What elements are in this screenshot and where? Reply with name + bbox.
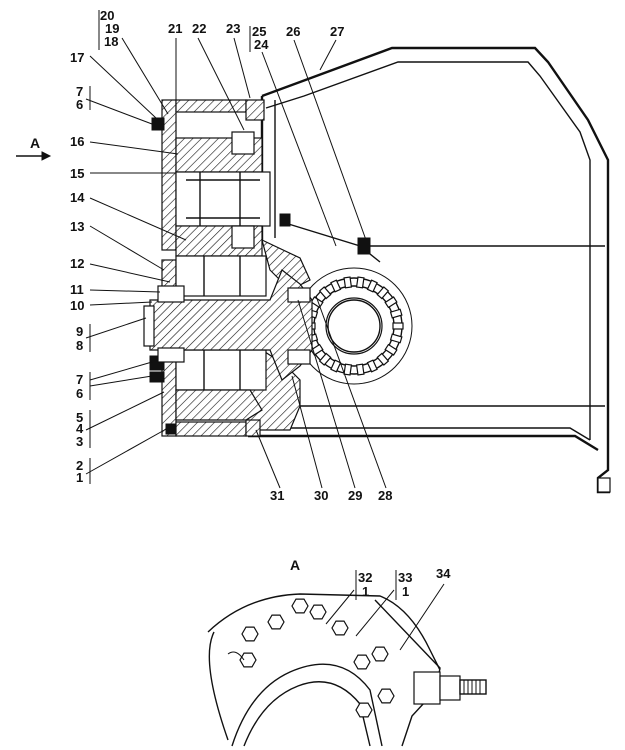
callout-32: 32 bbox=[358, 570, 372, 585]
callout-11: 11 bbox=[70, 282, 84, 297]
bearing-roller bbox=[330, 279, 342, 293]
callout-12: 12 bbox=[70, 256, 84, 271]
callout-26: 26 bbox=[286, 24, 300, 39]
callout-21: 21 bbox=[168, 21, 182, 36]
flange-bolt bbox=[355, 702, 373, 718]
callout-27: 27 bbox=[330, 24, 344, 39]
callout-30: 30 bbox=[314, 488, 328, 503]
callouts-main: 20 19 18 21 22 23 25 24 26 27 17 7 6 16 … bbox=[70, 8, 392, 503]
bearing-roller bbox=[343, 276, 353, 289]
detail-view-a bbox=[207, 593, 487, 747]
bearing-roller bbox=[376, 352, 390, 366]
callout-33-sub: 1 bbox=[402, 584, 409, 599]
callout-2: 2 bbox=[76, 458, 83, 473]
bull-gear-bearing bbox=[295, 267, 413, 385]
bearing-roller bbox=[384, 343, 398, 356]
detail-title: A bbox=[290, 557, 300, 573]
callout-1: 1 bbox=[76, 470, 83, 485]
callout-7-bottom: 7 bbox=[76, 372, 83, 387]
callout-13: 13 bbox=[70, 219, 84, 234]
callout-23: 23 bbox=[226, 21, 240, 36]
callout-5: 5 bbox=[76, 410, 83, 425]
callout-10: 10 bbox=[70, 298, 84, 313]
callout-28: 28 bbox=[378, 488, 392, 503]
output-shaft bbox=[143, 269, 313, 381]
flange-bolt bbox=[241, 626, 259, 642]
flange-bolt bbox=[267, 614, 285, 630]
carrier-and-sun-gear bbox=[175, 255, 267, 421]
callout-16: 16 bbox=[70, 134, 84, 149]
flange-bolt bbox=[371, 646, 389, 662]
flange-bolt bbox=[331, 620, 349, 636]
callout-4: 4 bbox=[76, 421, 84, 436]
callout-20: 20 bbox=[100, 8, 114, 23]
bearing-roller bbox=[366, 359, 378, 373]
callout-14: 14 bbox=[70, 190, 85, 205]
callout-22: 22 bbox=[192, 21, 206, 36]
callout-32-sub: 1 bbox=[362, 584, 369, 599]
flange-bolt bbox=[377, 688, 395, 704]
bearing-roller bbox=[330, 359, 342, 373]
bearing-roller bbox=[392, 322, 404, 330]
view-arrow: A bbox=[16, 135, 52, 161]
bearing-roller bbox=[376, 286, 390, 300]
planet-gear-upper bbox=[175, 131, 271, 257]
callout-8: 8 bbox=[76, 338, 83, 353]
flange-bolt bbox=[239, 652, 257, 668]
bearing-roller bbox=[310, 296, 324, 309]
bearing-roller bbox=[318, 352, 332, 366]
housing bbox=[247, 46, 611, 494]
callout-19: 19 bbox=[105, 21, 119, 36]
bearing-roller bbox=[366, 279, 378, 293]
bearing-roller bbox=[389, 308, 403, 319]
callout-17: 17 bbox=[70, 50, 84, 65]
callout-15: 15 bbox=[70, 166, 84, 181]
callouts-detail: 32 1 33 1 34 bbox=[325, 566, 451, 651]
callout-7-top: 7 bbox=[76, 84, 83, 99]
flange-bolt bbox=[353, 654, 371, 670]
oil-line bbox=[279, 213, 381, 263]
bearing-roller bbox=[384, 296, 398, 309]
flange-bolt bbox=[291, 598, 309, 614]
bearing-roller bbox=[389, 333, 403, 344]
callout-6-top: 6 bbox=[76, 97, 83, 112]
view-marker-label: A bbox=[30, 135, 40, 151]
callout-24: 24 bbox=[254, 37, 269, 52]
callout-9: 9 bbox=[76, 324, 83, 339]
bearing-roller bbox=[318, 286, 332, 300]
bearing-roller bbox=[343, 363, 353, 376]
callout-3: 3 bbox=[76, 434, 83, 449]
callout-34: 34 bbox=[436, 566, 451, 581]
callout-33: 33 bbox=[398, 570, 412, 585]
callout-31: 31 bbox=[270, 488, 284, 503]
bearing-roller bbox=[355, 276, 365, 289]
callout-18: 18 bbox=[104, 34, 118, 49]
flange-bolt bbox=[309, 604, 327, 620]
bearing-roller bbox=[355, 363, 365, 376]
callout-29: 29 bbox=[348, 488, 362, 503]
callout-25: 25 bbox=[252, 24, 266, 39]
callout-6-bottom: 6 bbox=[76, 386, 83, 401]
